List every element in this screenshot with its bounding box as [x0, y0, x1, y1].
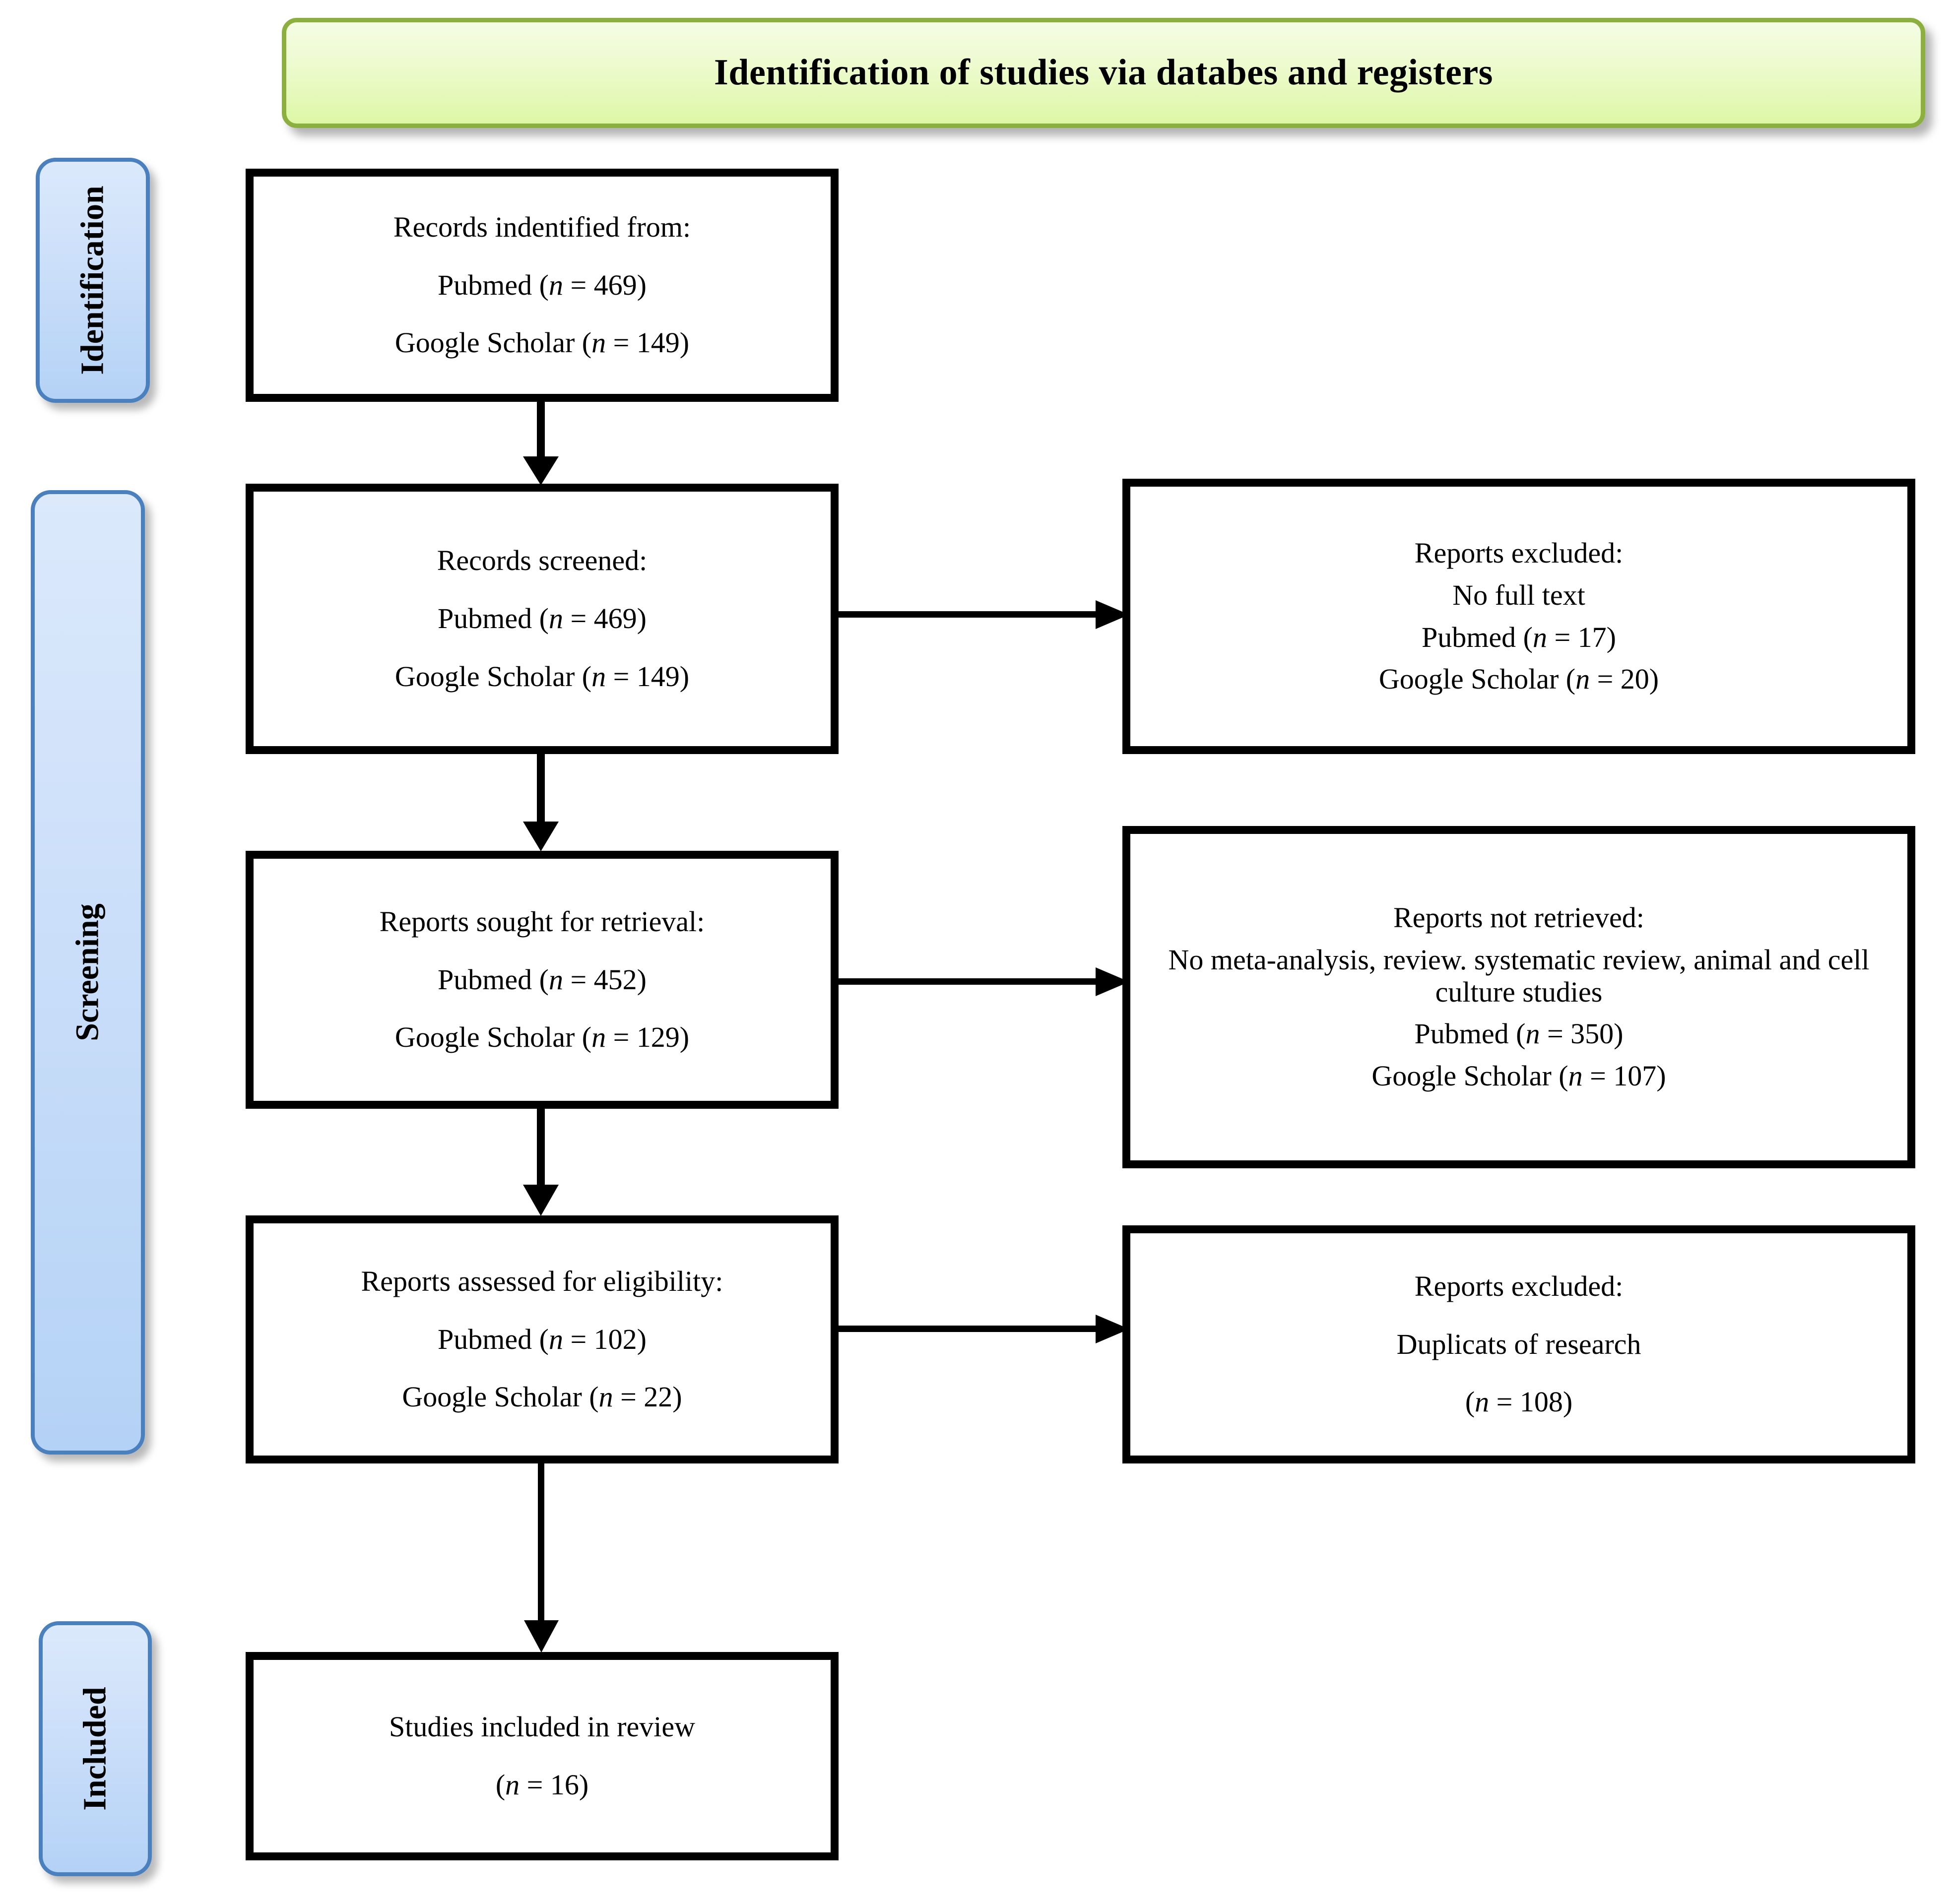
box-line-google-scholar: Google Scholar (n = 149) [394, 660, 690, 693]
box-line-count: (n = 108) [1465, 1386, 1573, 1418]
arrow-assessed-to-included-icon [524, 1462, 559, 1652]
arrow-sought-to-not-retrieved-icon [838, 967, 1129, 996]
box-studies-included-in-review: Studies included in review (n = 16) [246, 1652, 839, 1860]
box-reports-assessed-for-eligibility: Reports assessed for eligibility: Pubmed… [246, 1215, 839, 1463]
box-title: Reports sought for retrieval: [379, 905, 705, 938]
box-line-reason: Duplicats of research [1396, 1328, 1641, 1360]
arrow-sought-to-assessed-icon [523, 1108, 559, 1216]
box-title: Reports not retrieved: [1393, 901, 1644, 934]
box-line-reason: No meta-analysis, review. systematic rev… [1168, 943, 1870, 1008]
diagram-header-banner: Identification of studies via databes an… [282, 18, 1925, 128]
stage-pill-included: Included [39, 1621, 152, 1876]
box-line-google-scholar: Google Scholar (n = 20) [1378, 663, 1659, 696]
box-title: Studies included in review [389, 1711, 695, 1743]
box-records-identified: Records indentified from: Pubmed (n = 46… [246, 169, 839, 402]
box-title: Records indentified from: [393, 210, 691, 243]
box-line-pubmed: Pubmed (n = 17) [1422, 621, 1616, 653]
stage-pill-screening: Screening [31, 490, 145, 1455]
stage-label-screening: Screening [69, 903, 106, 1041]
arrow-identified-to-screened-icon [523, 401, 559, 485]
box-reports-not-retrieved: Reports not retrieved: No meta-analysis,… [1122, 826, 1915, 1168]
box-line-pubmed: Pubmed (n = 469) [438, 268, 647, 301]
box-line-pubmed: Pubmed (n = 469) [438, 602, 647, 635]
box-title: Reports excluded: [1414, 1269, 1624, 1302]
box-title: Reports assessed for eligibility: [361, 1265, 723, 1297]
box-line-pubmed: Pubmed (n = 102) [438, 1323, 647, 1355]
box-line-pubmed: Pubmed (n = 452) [438, 963, 647, 996]
box-line-count: (n = 16) [495, 1769, 589, 1801]
box-line-google-scholar: Google Scholar (n = 149) [394, 326, 690, 359]
page-title: Identification of studies via databes an… [714, 52, 1493, 93]
arrow-assessed-to-excluded-icon [838, 1315, 1129, 1343]
box-records-screened: Records screened: Pubmed (n = 469) Googl… [246, 484, 839, 754]
arrow-screened-to-excluded-icon [838, 600, 1129, 629]
arrow-screened-to-sought-icon [523, 753, 559, 851]
box-title: Reports excluded: [1414, 536, 1624, 569]
box-reports-excluded-duplicates: Reports excluded: Duplicats of research … [1122, 1225, 1915, 1463]
box-title: Records screened: [437, 544, 648, 577]
stage-label-identification: Identification [74, 186, 111, 375]
box-line-pubmed: Pubmed (n = 350) [1414, 1017, 1624, 1050]
stage-pill-identification: Identification [36, 158, 150, 403]
box-line-google-scholar: Google Scholar (n = 129) [394, 1021, 690, 1054]
box-line-reason: No full text [1452, 578, 1585, 611]
box-line-google-scholar: Google Scholar (n = 107) [1371, 1060, 1666, 1092]
stage-label-included: Included [77, 1687, 113, 1811]
box-line-google-scholar: Google Scholar (n = 22) [402, 1381, 682, 1413]
box-reports-excluded-no-full-text: Reports excluded: No full text Pubmed (n… [1122, 479, 1915, 754]
box-reports-sought-for-retrieval: Reports sought for retrieval: Pubmed (n … [246, 851, 839, 1109]
